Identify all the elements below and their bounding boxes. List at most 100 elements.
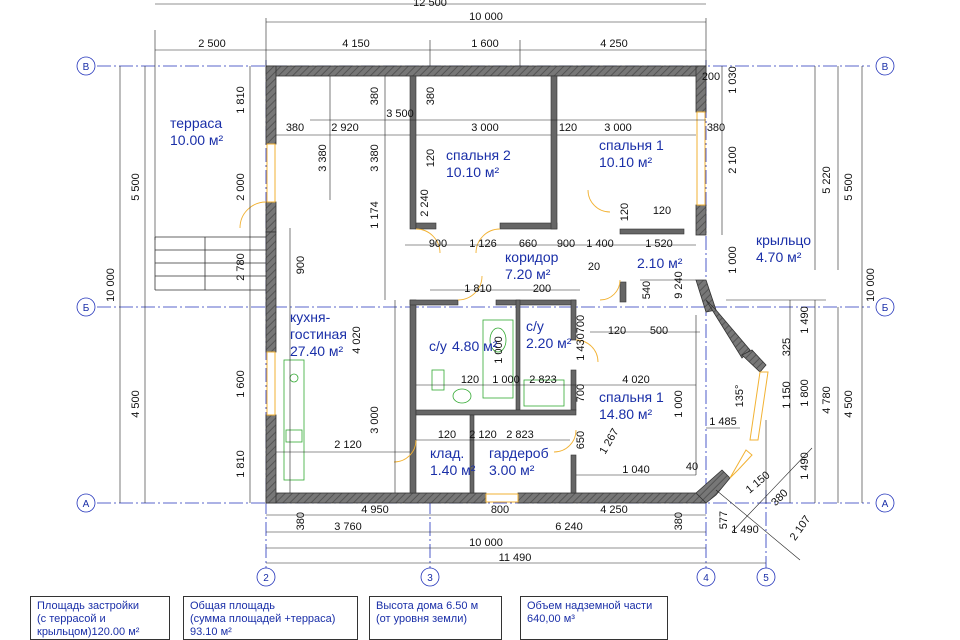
room-name: спальня 1 — [599, 137, 664, 153]
room-name: крыльцо — [756, 232, 811, 248]
dim-right: 4 780 — [821, 386, 833, 414]
room-name: спальня 2 — [446, 147, 511, 163]
dim-bottom: 800 — [491, 504, 509, 516]
room-area: 10.10 м² — [599, 154, 653, 170]
axis-marker-b-right — [875, 297, 895, 317]
axis-marker-b-left — [76, 297, 96, 317]
dims-interior: 380 2 920 3 000 120 3 000 380 380 380 20… — [286, 71, 746, 476]
terrace — [154, 236, 266, 291]
axis-label: 4 — [703, 573, 709, 584]
dim-int: 120 — [438, 429, 456, 441]
room-area: 3.00 м² — [489, 462, 535, 478]
axis-label: В — [83, 62, 90, 73]
axis-label: Б — [882, 303, 889, 314]
dim-int: 2 823 — [529, 374, 557, 386]
info-box-volume: Объем надземной части 640,00 м³ — [520, 596, 668, 640]
dim-top-seg: 4 150 — [342, 38, 370, 50]
room-area: 4.80 м² — [452, 338, 498, 354]
dim-int: 120 — [608, 325, 626, 337]
dim-right: 10 000 — [865, 268, 877, 302]
dim-right: 5 500 — [843, 173, 855, 201]
dims-top: 12 500 10 000 2 500 4 150 1 600 4 250 — [198, 0, 628, 50]
dim-left: 10 000 — [105, 268, 117, 302]
dim-int: 120 — [559, 122, 577, 134]
axis-marker-v-right — [875, 56, 895, 76]
dim-int: 120 — [461, 374, 479, 386]
dim-int: 2 920 — [331, 122, 359, 134]
dim-right: 5 220 — [821, 166, 833, 194]
dim-int: 1 000 — [673, 390, 685, 418]
axis-marker-3 — [420, 567, 440, 587]
dim-left: 1 600 — [235, 370, 247, 398]
info-box-total-area: Общая площадь (сумма площадей +терраса) … — [183, 596, 358, 640]
room-name: с/у — [526, 318, 544, 334]
dim-overall-top: 12 500 — [413, 0, 447, 9]
axis-markers — [76, 56, 895, 587]
dim-int: 700 — [575, 384, 587, 402]
info-box-height: Высота дома 6.50 м (от уровня земли) — [369, 596, 502, 640]
room-area: 27.40 м² — [290, 343, 344, 359]
dims-bottom: 380 4 950 800 4 250 380 3 760 6 240 10 0… — [295, 469, 813, 564]
dim-int: 380 — [707, 122, 725, 134]
dim-bottom: 3 760 — [334, 521, 362, 533]
axis-marker-a-left — [76, 493, 96, 513]
dim-int: 1 267 — [597, 427, 621, 457]
dim-int: 3 000 — [369, 406, 381, 434]
dim-int: 4 020 — [351, 326, 363, 354]
dim-porch: 1 490 — [731, 524, 759, 536]
room-labels: терраса 10.00 м² спальня 2 10.10 м² спал… — [170, 115, 811, 478]
dim-bottom: 10 000 — [469, 537, 503, 549]
dim-int: 2 240 — [419, 189, 431, 217]
dim-top-seg: 4 250 — [600, 38, 628, 50]
axis-marker-4 — [696, 567, 716, 587]
dim-int: 900 — [557, 238, 575, 250]
dim-int: 1 000 — [492, 374, 520, 386]
room-area: 10.10 м² — [446, 164, 500, 180]
axis-labels: В В Б Б А А 2 3 4 5 — [83, 62, 889, 584]
axis-label: 5 — [763, 573, 769, 584]
dim-int: 380 — [286, 122, 304, 134]
axis-label: 2 — [263, 573, 269, 584]
room-area: 7.20 м² — [505, 266, 551, 282]
dim-int: 380 — [425, 87, 437, 105]
dim-left: 1 810 — [235, 450, 247, 478]
dim-int: 20 — [588, 261, 600, 273]
doors — [239, 189, 621, 463]
dim-int: 650 — [575, 431, 587, 449]
dim-left: 2 780 — [235, 253, 247, 281]
dim-right: 1 030 — [727, 66, 739, 94]
dim-porch: 577 — [718, 511, 730, 529]
dim-int: 700 — [575, 315, 587, 333]
room-name-line1: кухня- — [290, 309, 331, 325]
dim-bottom: 11 490 — [499, 552, 532, 564]
dim-int: 500 — [650, 325, 668, 337]
dim-bottom: 4 250 — [600, 504, 628, 516]
room-area: 4.70 м² — [756, 249, 802, 265]
dim-left: 2 000 — [235, 173, 247, 201]
dim-int: 660 — [519, 238, 537, 250]
dim-bottom: 6 240 — [555, 521, 583, 533]
dim-top-seg: 1 600 — [471, 38, 499, 50]
dim-bottom: 380 — [673, 512, 685, 530]
interior-walls — [409, 75, 685, 494]
dim-int: 200 — [702, 71, 720, 83]
dim-int: 900 — [429, 238, 447, 250]
dim-int: 120 — [619, 203, 631, 221]
dim-int: 1 430 — [575, 333, 587, 361]
room-area: 2.20 м² — [526, 335, 572, 351]
dim-int: 3 500 — [386, 108, 414, 120]
dim-right: 1 490 — [799, 452, 811, 480]
dim-porch: 1 150 — [744, 469, 773, 496]
dim-int: 9 240 — [673, 271, 685, 299]
dim-porch: 380 — [769, 487, 790, 508]
dims-left: 1 810 2 000 2 780 1 600 1 810 5 500 4 50… — [105, 86, 247, 478]
axis-label: В — [882, 62, 889, 73]
dim-int: 3 000 — [604, 122, 632, 134]
axis-marker-a-right — [875, 493, 895, 513]
room-area: 14.80 м² — [599, 406, 653, 422]
dim-int: 1 174 — [369, 201, 381, 229]
dim-int: 380 — [369, 87, 381, 105]
fixtures — [283, 319, 565, 481]
room-name: гардероб — [489, 445, 549, 461]
axis-label: 3 — [427, 573, 433, 584]
